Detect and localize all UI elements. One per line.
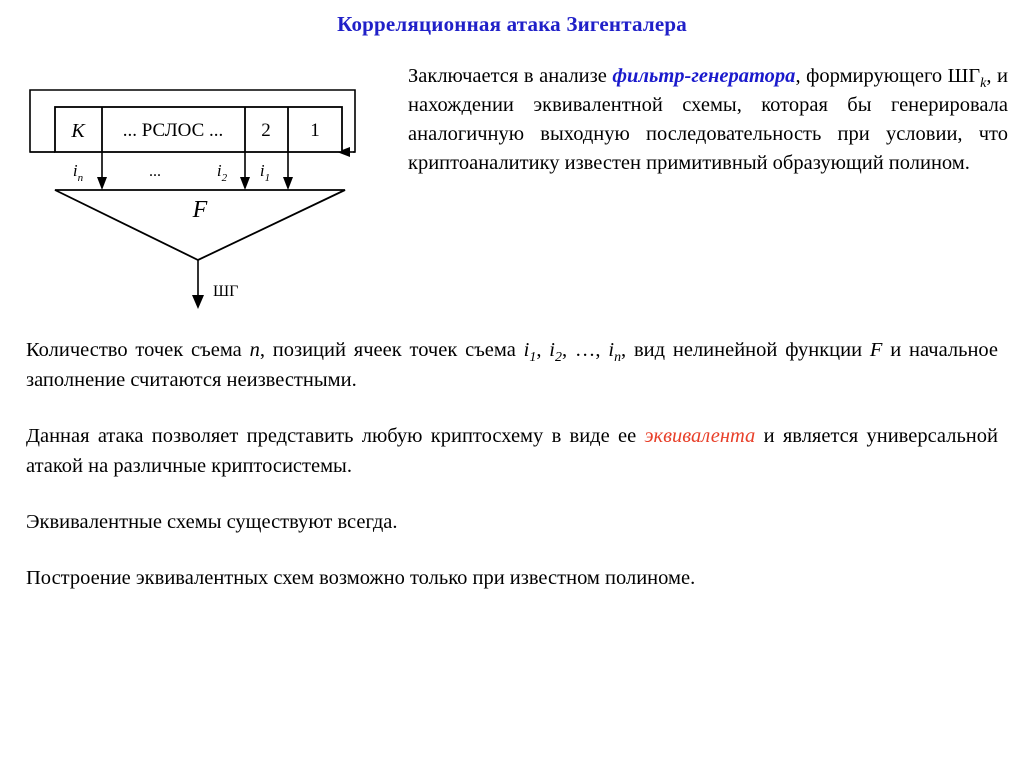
- text-segment-0: Количество точек съема: [26, 339, 250, 361]
- feedback-arrowhead: [337, 147, 350, 157]
- tap-line-in: [97, 152, 107, 190]
- intro-accent-subscript: k: [980, 76, 987, 92]
- text-segment-5-subscript: 2: [555, 350, 562, 366]
- feedback-loop-wire: [29, 89, 356, 157]
- tap-label-i1: i1: [260, 161, 270, 184]
- tap-line-i2: [240, 152, 250, 190]
- paragraph-tap-count: Количество точек съема n, позиций ячеек …: [26, 335, 998, 395]
- text-segment-0: Построение эквивалентных схем возможно т…: [26, 567, 696, 589]
- intro-paragraph: Заключается в анализе фильтр-генератора,…: [408, 62, 1008, 178]
- output-arrow: [192, 260, 204, 309]
- text-segment-9: F: [869, 339, 883, 361]
- text-segment-1: n: [249, 339, 260, 361]
- intro-text-part-1: Заключается в анализе: [408, 65, 613, 87]
- body-paragraphs: Количество точек съема n, позиций ячеек …: [26, 335, 998, 593]
- text-segment-10: и начальное заполнение считаются неизвес…: [26, 339, 999, 391]
- text-segment-3-subscript: 1: [529, 350, 537, 366]
- text-segment-0: Данная атака позволяет представить любую…: [26, 425, 645, 447]
- paragraph-schemes-always-exist: Эквивалентные схемы существуют всегда.: [26, 507, 998, 537]
- register-cell-2-label: 2: [261, 120, 271, 141]
- nonlinear-function-triangle: [54, 189, 346, 261]
- intro-text-part-3: , и нахождении эквивалентной схемы, кото…: [408, 65, 1008, 174]
- paragraph-equivalent-attack: Данная атака позволяет представить любую…: [26, 421, 998, 481]
- tap-label-in: in: [73, 161, 84, 184]
- text-segment-7: i: [608, 339, 615, 361]
- paragraph-construction-condition: Построение эквивалентных схем возможно т…: [26, 563, 998, 593]
- function-block-label: F: [192, 197, 208, 223]
- register-cell-k-label: K: [70, 120, 86, 142]
- tap-line-i1: [283, 152, 293, 190]
- text-segment-8: , вид нелинейной функции: [621, 339, 870, 361]
- register-cell-lfsr-label: ... РСЛОС ...: [123, 120, 224, 141]
- text-segment-3: i: [523, 339, 530, 361]
- intro-accent-term: фильтр-генератора: [612, 65, 796, 87]
- text-segment-2: и является универсальной атакой на разли…: [26, 425, 998, 477]
- text-segment-4: ,: [536, 339, 550, 361]
- text-segment-1: эквивалента: [644, 425, 756, 447]
- intro-text-part-2: , формирующего ШГ: [795, 65, 981, 87]
- filter-generator-svg: K ... РСЛОС ... 2 1 in ... i2 i1 F: [29, 89, 356, 309]
- text-segment-6: , …,: [561, 339, 609, 361]
- text-segment-0: Эквивалентные схемы существуют всегда.: [26, 511, 398, 533]
- output-label: ШГ: [213, 283, 238, 300]
- text-segment-7-subscript: n: [614, 350, 622, 366]
- text-segment-5: i: [549, 339, 555, 361]
- text-segment-2: , позиций ячеек точек съема: [259, 339, 524, 361]
- register-cell-1-label: 1: [310, 120, 320, 141]
- filter-generator-diagram: K ... РСЛОС ... 2 1 in ... i2 i1 F: [10, 62, 400, 322]
- page-title: Корреляционная атака Зигенталера: [337, 12, 687, 36]
- tap-label-ellipsis: ...: [149, 163, 161, 180]
- tap-label-i2: i2: [217, 161, 228, 184]
